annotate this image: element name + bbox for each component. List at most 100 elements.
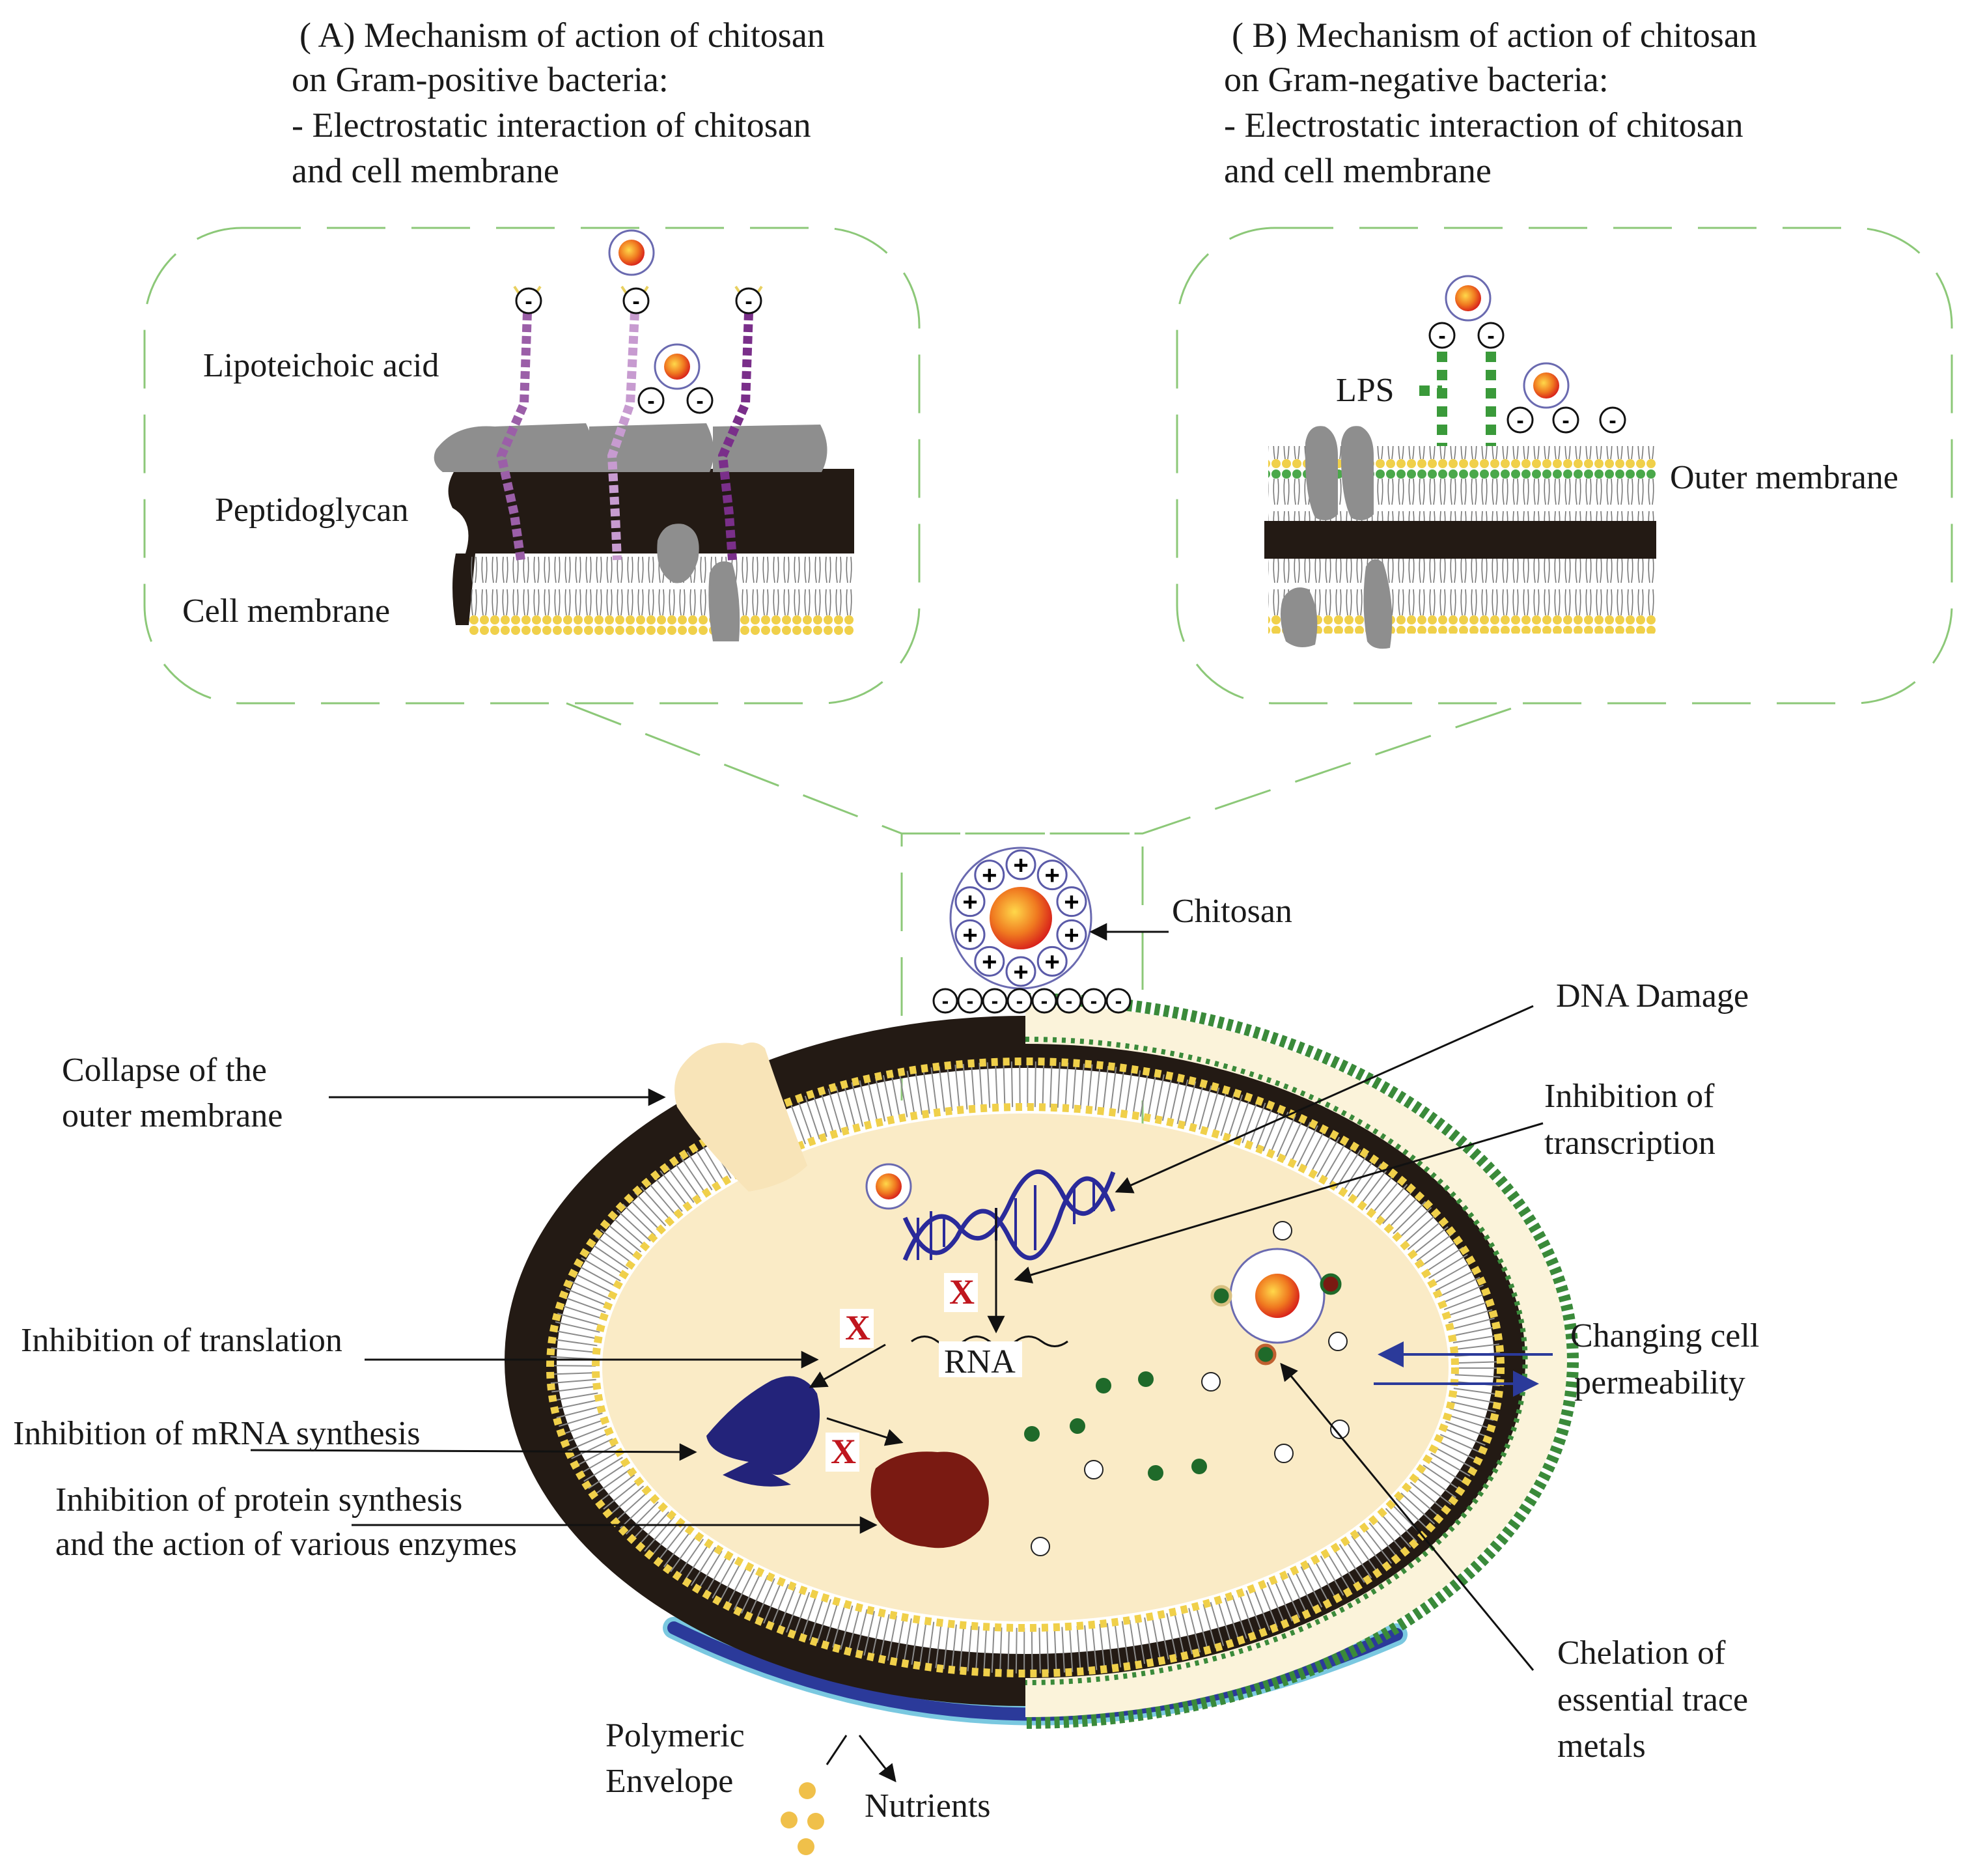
collapsed-outer-membrane (674, 1043, 807, 1192)
collapse-label-1: Collapse of the (62, 1052, 267, 1089)
arrow-mrna (250, 1443, 697, 1461)
minus-sign: - (967, 989, 974, 1013)
arrow-ribosome-to-protein (826, 1417, 904, 1446)
minus-sign: - (1066, 989, 1073, 1013)
nutrients-label: Nutrients (865, 1787, 991, 1825)
minus-charge (982, 988, 1008, 1014)
cytoplasm (602, 1113, 1449, 1621)
panel-a-title: ( A) Mechanism of action of chitosan on … (292, 16, 825, 190)
arrow-transcription (1014, 1122, 1544, 1284)
plus-charge (1005, 849, 1036, 880)
panel-b-title: ( B) Mechanism of action of chitosan on … (1224, 16, 1757, 190)
panel-a-diagram: - - - - - Lipoteichoic acid Peptidoglyca… (182, 229, 854, 641)
membrane-negative-charges: -------- (932, 988, 1132, 1014)
minus-sign: - (1090, 989, 1098, 1013)
panel-b-chitosan-particles (1445, 275, 1570, 409)
panel-b-peptidoglycan (1264, 521, 1656, 559)
plus-charge (974, 860, 1005, 891)
protein-label-2: and the action of various enzymes (55, 1526, 517, 1563)
plus-charge (1005, 956, 1036, 987)
svg-text:-: - (1487, 324, 1494, 348)
plus-charge (1036, 945, 1068, 977)
panel-b-title-line-3: - Electrostatic interaction of chitosan (1224, 105, 1743, 145)
plus-charge (954, 919, 986, 950)
permeability-label-2: permeability (1574, 1364, 1745, 1401)
chelation-label-3: metals (1557, 1728, 1646, 1765)
cell-membrane-ring (550, 1061, 1501, 1673)
trace-particles (1024, 1221, 1350, 1556)
plus-sign: + (1064, 921, 1079, 949)
chitosan-positive-charges: ++++++++++ (954, 849, 1087, 987)
plus-sign: + (962, 921, 977, 949)
protein-label-1: Inhibition of protein synthesis (55, 1481, 462, 1519)
svg-text:-: - (696, 389, 703, 413)
permeability-label-1: Changing cell (1570, 1317, 1759, 1354)
mrna-label: Inhibition of mRNA synthesis (13, 1415, 420, 1452)
svg-text:-: - (1516, 408, 1523, 433)
plus-charge (1036, 860, 1068, 891)
arrow-chelation (1280, 1362, 1535, 1671)
panel-b-negative-charges: - - - - - (1428, 322, 1626, 434)
plus-charge (1056, 919, 1087, 950)
plus-sign: + (1064, 888, 1079, 917)
surface-protein (434, 423, 594, 472)
panel-b-title-line-2: on Gram-negative bacteria: (1224, 60, 1609, 99)
chelation-label-1: Chelation of (1557, 1634, 1726, 1672)
plus-sign: + (1045, 861, 1060, 890)
rna-label: RNA (944, 1343, 1016, 1380)
panel-a-title-line-1: ( A) Mechanism of action of chitosan (299, 16, 825, 55)
panel-b-title-line-4: and cell membrane (1224, 151, 1492, 190)
minus-charge (1056, 988, 1082, 1014)
plus-sign: + (982, 861, 997, 890)
panel-a-negative-charges: - - - - - (515, 287, 762, 414)
chitosan-near-dna (865, 1163, 912, 1210)
minus-charge (957, 988, 983, 1014)
plus-sign: + (1013, 851, 1028, 880)
arrow-nutrients (858, 1735, 896, 1783)
panel-b-diagram: - - - - - LPS Outer membrane (1264, 275, 1898, 649)
minus-charge (1105, 988, 1132, 1014)
svg-text:-: - (632, 289, 639, 314)
svg-text:X: X (831, 1432, 856, 1471)
outer-membrane-label: Outer membrane (1670, 459, 1898, 496)
transcription-label-2: transcription (1544, 1125, 1715, 1162)
arrow-envelope-to-nutrients (826, 1735, 848, 1765)
panel-a-title-line-2: on Gram-positive bacteria: (292, 60, 669, 99)
panel-a-title-line-3: - Electrostatic interaction of chitosan (292, 105, 811, 145)
svg-text:-: - (525, 289, 532, 314)
minus-sign: - (992, 989, 999, 1013)
peptidoglycan-label: Peptidoglycan (215, 492, 409, 529)
panel-b-title-line-1: ( B) Mechanism of action of chitosan (1232, 16, 1757, 55)
panel-b-inner-membrane (1268, 559, 1656, 634)
lps-chains (1419, 352, 1496, 446)
minus-sign: - (1115, 989, 1122, 1013)
svg-text:-: - (1609, 408, 1616, 433)
plus-charge (974, 945, 1005, 977)
panel-a-chitosan-particles (608, 229, 701, 390)
bacterial-cell: RNA X X X (505, 993, 1579, 1729)
translation-label: Inhibition of translation (21, 1322, 342, 1359)
chelating-chitosan (1210, 1248, 1342, 1365)
plus-sign: + (1013, 958, 1028, 987)
nutrient-dots (781, 1782, 824, 1855)
lps-label: LPS (1336, 372, 1395, 409)
inhibition-marks: X X X (826, 1272, 978, 1472)
dna-helix (902, 1169, 1116, 1261)
cell-labels: Chitosan DNA Damage Inhibition of transc… (13, 893, 1759, 1825)
svg-text:X: X (949, 1272, 975, 1311)
peptidoglycan-layer (448, 469, 854, 553)
minus-charge (1081, 988, 1107, 1014)
panel-b-bubble (1176, 227, 1953, 705)
minus-sign: - (942, 989, 949, 1013)
minus-sign: - (1016, 989, 1023, 1013)
arrow-rna-to-ribosome (809, 1343, 886, 1388)
plus-sign: + (982, 947, 997, 976)
svg-text:-: - (647, 389, 654, 413)
minus-charge (932, 988, 958, 1014)
svg-text:-: - (1438, 324, 1445, 348)
chelation-label-2: essential trace (1557, 1681, 1748, 1718)
transcription-label-1: Inhibition of (1544, 1078, 1715, 1115)
permeability-arrows (1374, 1341, 1553, 1397)
leader-lines (250, 923, 1544, 1783)
